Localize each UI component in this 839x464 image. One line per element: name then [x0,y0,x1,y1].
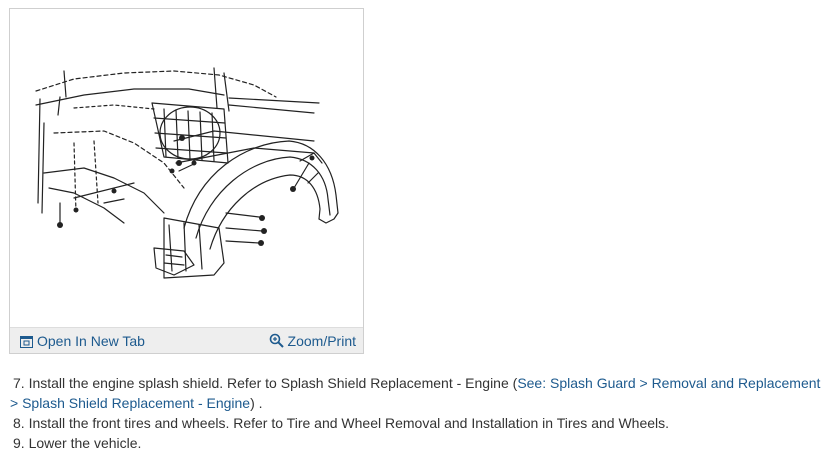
splash-guard-link[interactable]: See: Splash Guard > Removal and Replacem… [10,375,821,411]
diagram-card: Open In New Tab Zoom/Print [9,8,364,354]
step-text: Install the front tires and wheels. Refe… [28,415,670,431]
splash-shield-diagram[interactable] [14,13,359,329]
step-text: Install the engine splash shield. Refer … [28,375,518,391]
step-number: 8. [13,415,25,431]
zoom-print-link[interactable]: Zoom/Print [269,331,356,351]
wheelhouse-splash-shield-illustration [35,67,339,279]
step-8: 8. Install the front tires and wheels. R… [10,413,832,433]
open-in-new-tab-link[interactable]: Open In New Tab [20,331,145,351]
step-number: 7. [13,375,25,391]
step-7: 7. Install the engine splash shield. Ref… [10,373,832,413]
open-in-new-tab-label: Open In New Tab [37,333,145,349]
zoom-magnifier-icon [269,333,284,348]
diagram-toolbar: Open In New Tab Zoom/Print [10,327,363,353]
procedure-steps: 7. Install the engine splash shield. Ref… [10,373,832,453]
step-text: Lower the vehicle. [28,435,142,451]
zoom-print-label: Zoom/Print [287,333,356,349]
step-9: 9. Lower the vehicle. [10,433,832,453]
step-text-end: ) . [250,395,263,411]
open-new-tab-icon [20,336,33,348]
step-number: 9. [13,435,25,451]
